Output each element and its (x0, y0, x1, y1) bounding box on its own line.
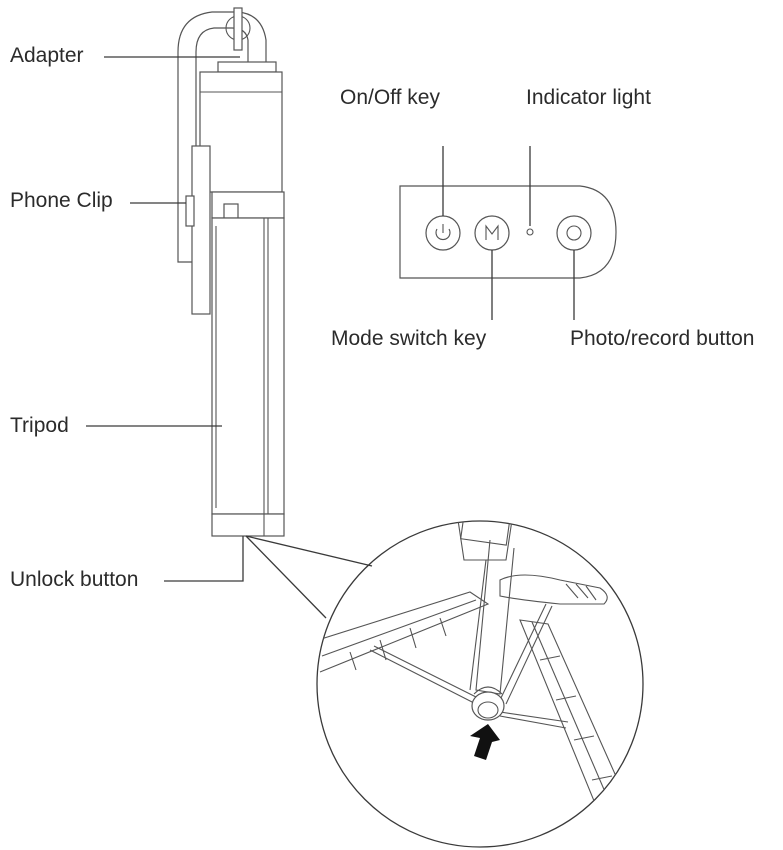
unlock-detail-zoom (316, 520, 644, 848)
indicator-light (526, 228, 534, 236)
phone-clip-label: Phone Clip (10, 189, 113, 212)
adapter-label: Adapter (10, 44, 84, 67)
zoom-line-lower (245, 535, 327, 619)
photo-record-button (556, 215, 592, 251)
mode-switch-key (474, 215, 510, 251)
mode-m-icon (485, 224, 499, 240)
on-off-key (425, 215, 461, 251)
tripod-label: Tripod (10, 414, 69, 437)
selfie-stick-device (177, 7, 285, 537)
unlock-button-leader (164, 536, 244, 582)
black-arrow-icon (470, 724, 500, 760)
shutter-circle-icon (566, 225, 582, 241)
phone-clip (191, 145, 211, 315)
control-panel (399, 185, 617, 279)
tripod-body (211, 217, 285, 515)
mode-switch-key-label: Mode switch key (331, 327, 487, 350)
photo-record-button-label: Photo/record button (570, 327, 754, 350)
power-icon (435, 224, 451, 241)
unlock-button-detail (471, 691, 505, 721)
zoom-line-upper (245, 535, 373, 567)
on-off-key-label: On/Off key (340, 86, 440, 109)
unlock-button-label: Unlock button (10, 568, 138, 591)
stick-head (199, 71, 283, 193)
indicator-light-label: Indicator light (526, 86, 651, 109)
